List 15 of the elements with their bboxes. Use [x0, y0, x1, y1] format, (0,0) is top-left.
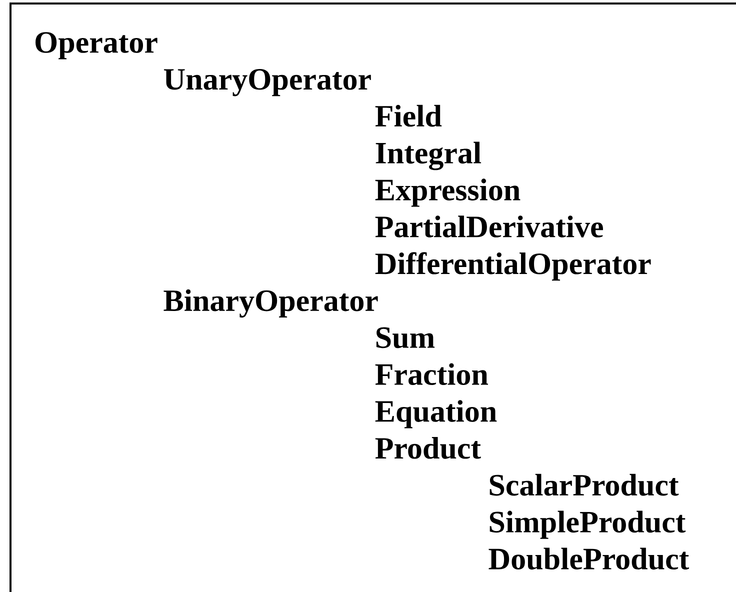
- tree-item: Equation: [375, 400, 497, 428]
- tree-item: BinaryOperator: [164, 289, 378, 318]
- tree-item: SimpleProduct: [490, 510, 686, 539]
- tree-item: Integral: [376, 142, 482, 170]
- tree-item: Operator: [36, 32, 158, 60]
- tree-item: Sum: [376, 327, 435, 348]
- tree-item: DoubleProduct: [488, 548, 690, 570]
- tree-item: PartialDerivative: [375, 216, 603, 238]
- tree-item: DifferentialOperator: [375, 252, 651, 281]
- tree-item: Expression: [375, 178, 520, 207]
- tree-item: Fraction: [375, 363, 488, 385]
- tree-item: Product: [375, 437, 481, 459]
- tree-item: UnaryOperator: [164, 68, 371, 96]
- tree-item: Field: [375, 104, 442, 127]
- tree-item: ScalarProduct: [490, 474, 679, 496]
